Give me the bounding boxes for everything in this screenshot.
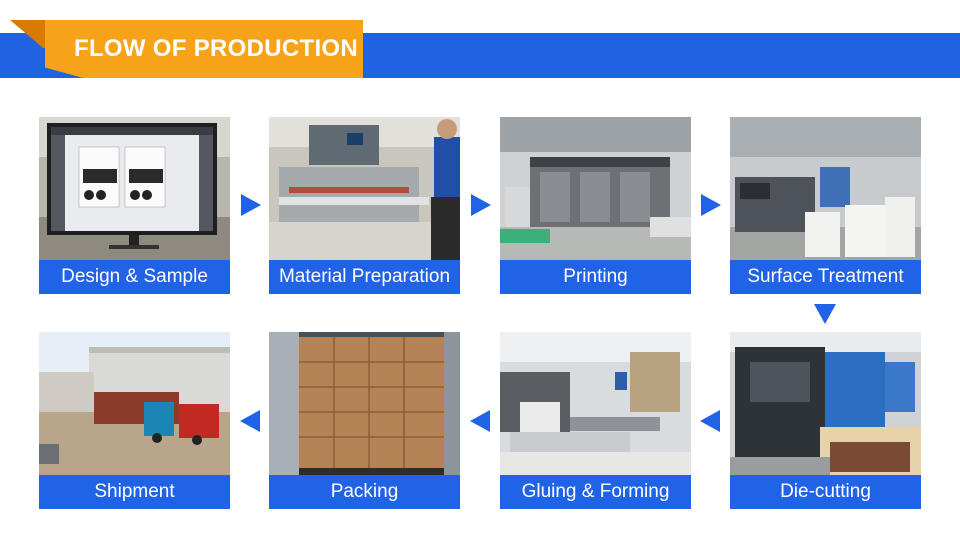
step-label: Packing xyxy=(269,475,460,509)
page-title: FLOW OF PRODUCTION xyxy=(74,35,359,62)
material-preparation-photo xyxy=(269,117,460,260)
step-label: Surface Treatment xyxy=(730,260,921,294)
step-label: Material Preparation xyxy=(269,260,460,294)
header-tab xyxy=(45,20,363,78)
step-label: Shipment xyxy=(39,475,230,509)
step-label: Die-cutting xyxy=(730,475,921,509)
arrow-left-icon xyxy=(470,410,490,432)
step-surface-treatment: Surface Treatment xyxy=(730,117,921,294)
step-gluing-forming: Gluing & Forming xyxy=(500,332,691,509)
die-cutting-photo xyxy=(730,332,921,475)
arrow-right-icon xyxy=(241,194,261,216)
surface-treatment-photo xyxy=(730,117,921,260)
printing-photo xyxy=(500,117,691,260)
arrow-left-icon xyxy=(240,410,260,432)
gluing-forming-photo xyxy=(500,332,691,475)
arrow-right-icon xyxy=(471,194,491,216)
step-printing: Printing xyxy=(500,117,691,294)
design-sample-photo xyxy=(39,117,230,260)
step-label: Printing xyxy=(500,260,691,294)
arrow-down-icon xyxy=(814,304,836,324)
packing-photo xyxy=(269,332,460,475)
step-packing: Packing xyxy=(269,332,460,509)
step-label: Gluing & Forming xyxy=(500,475,691,509)
step-die-cutting: Die-cutting xyxy=(730,332,921,509)
step-shipment: Shipment xyxy=(39,332,230,509)
step-material-preparation: Material Preparation xyxy=(269,117,460,294)
shipment-photo xyxy=(39,332,230,475)
arrow-right-icon xyxy=(701,194,721,216)
step-design-sample: Design & Sample xyxy=(39,117,230,294)
step-label: Design & Sample xyxy=(39,260,230,294)
arrow-left-icon xyxy=(700,410,720,432)
